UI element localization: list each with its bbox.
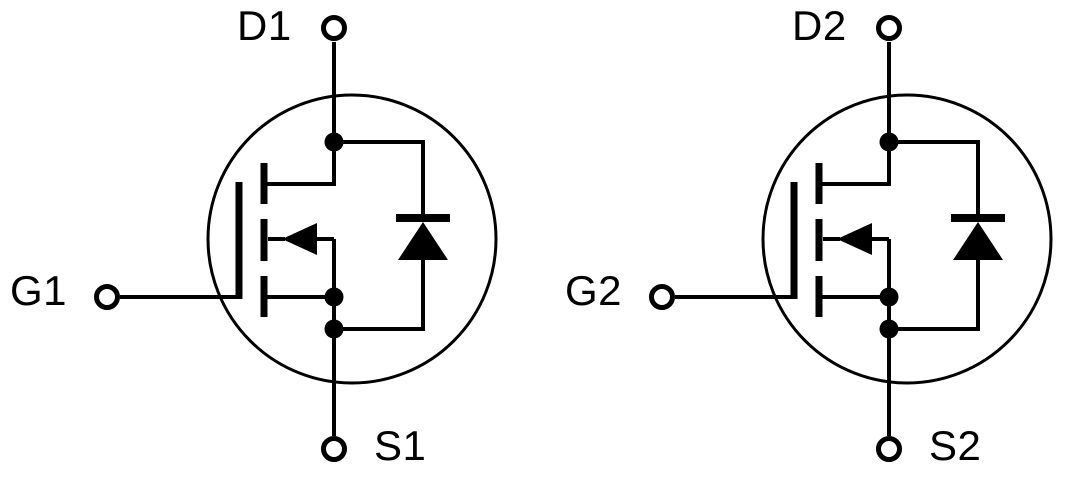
- body-diode-branch-bottom: [889, 260, 980, 331]
- drain-terminal-label: D2: [792, 2, 847, 49]
- drain-terminal-label: D1: [237, 2, 292, 49]
- body-arrow: [282, 223, 317, 255]
- mosfet-symbol-1: D1 G1 S1: [0, 0, 515, 482]
- junction-dot-source: [879, 287, 899, 307]
- junction-dot-drain: [879, 132, 899, 152]
- junction-dot-body: [879, 319, 899, 339]
- body-diode-triangle: [398, 222, 448, 260]
- gate-terminal-label: G1: [10, 267, 68, 314]
- gate-terminal-label: G2: [565, 267, 623, 314]
- gate-terminal-circle: [94, 284, 120, 310]
- junction-dot-source: [324, 287, 344, 307]
- package-circle: [206, 93, 498, 385]
- body-diode-triangle: [953, 222, 1003, 260]
- source-terminal-label: S1: [374, 422, 427, 469]
- junction-dot-drain: [324, 132, 344, 152]
- source-terminal-label: S2: [929, 422, 982, 469]
- junction-dot-body: [324, 319, 344, 339]
- drain-connection-wire: [264, 142, 336, 186]
- mosfet-drawing: [94, 15, 498, 462]
- source-terminal-circle: [321, 436, 347, 462]
- gate-terminal-circle: [649, 284, 675, 310]
- body-arrow: [837, 223, 872, 255]
- body-diode-branch-top: [334, 140, 425, 216]
- drain-terminal-circle: [876, 15, 902, 41]
- package-circle: [761, 93, 1053, 385]
- mosfet-drawing: [649, 15, 1053, 462]
- drain-connection-wire: [819, 142, 891, 186]
- source-terminal-circle: [876, 436, 902, 462]
- body-diode-branch-bottom: [334, 260, 425, 331]
- mosfet-symbol-2: D2 G2 S2: [555, 0, 1070, 482]
- body-diode-branch-top: [889, 140, 980, 216]
- drain-terminal-circle: [321, 15, 347, 41]
